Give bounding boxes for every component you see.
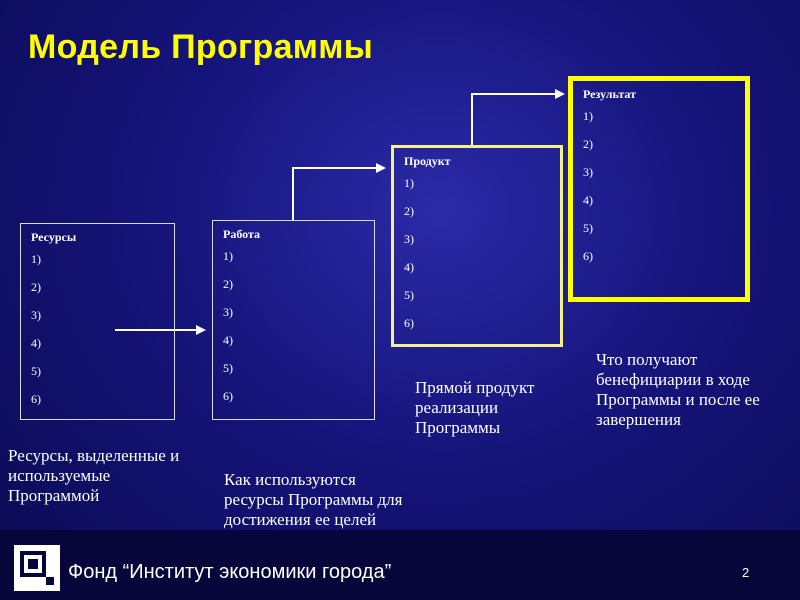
footer-organization: Фонд “Институт экономики города” xyxy=(68,561,392,583)
box-result-item: 1) xyxy=(583,109,593,123)
box-product-item: 6) xyxy=(404,316,414,330)
box-work-item: 5) xyxy=(223,361,233,375)
foundation-logo-icon xyxy=(14,545,60,591)
box-result-item: 5) xyxy=(583,221,593,235)
box-work-item: 4) xyxy=(223,333,233,347)
box-work-item: 2) xyxy=(223,277,233,291)
box-work-item: 6) xyxy=(223,389,233,403)
slide-title: Модель Программы xyxy=(28,28,374,66)
box-work-item: 1) xyxy=(223,249,233,263)
box-product-item: 5) xyxy=(404,288,414,302)
box-resources-item: 6) xyxy=(31,392,41,406)
box-result: Результат 1) 2) 3) 4) 5) 6) xyxy=(568,76,750,302)
box-result-item: 3) xyxy=(583,165,593,179)
box-work: Работа 1) 2) 3) 4) 5) 6) xyxy=(212,220,375,420)
box-resources-item: 3) xyxy=(31,308,41,322)
footer-bar xyxy=(0,530,800,600)
description-result: Что получают бенефициарии в ходе Програм… xyxy=(596,350,760,429)
box-work-title: Работа xyxy=(223,227,261,241)
description-resources: Ресурсы, выделенные и используемые Прогр… xyxy=(8,446,180,505)
box-resources-item: 4) xyxy=(31,336,41,350)
arrow-work-to-product xyxy=(292,163,386,220)
box-product-item: 3) xyxy=(404,232,414,246)
box-product: Продукт 1) 2) 3) 4) 5) 6) xyxy=(391,145,563,347)
box-resources-item: 5) xyxy=(31,364,41,378)
description-product: Прямой продукт реализации Программы xyxy=(415,378,535,437)
box-product-title: Продукт xyxy=(404,154,451,168)
box-result-item: 4) xyxy=(583,193,593,207)
box-work-item: 3) xyxy=(223,305,233,319)
box-product-item: 1) xyxy=(404,176,414,190)
box-result-item: 2) xyxy=(583,137,593,151)
box-result-title: Результат xyxy=(583,87,637,101)
box-resources-item: 2) xyxy=(31,280,41,294)
arrow-product-to-result xyxy=(471,89,565,148)
box-resources: Ресурсы 1) 2) 3) 4) 5) 6) xyxy=(20,223,175,420)
description-work: Как используются ресурсы Программы для д… xyxy=(224,470,403,529)
box-resources-item: 1) xyxy=(31,252,41,266)
box-result-item: 6) xyxy=(583,249,593,263)
box-product-item: 4) xyxy=(404,260,414,274)
box-resources-title: Ресурсы xyxy=(31,230,77,244)
box-product-item: 2) xyxy=(404,204,414,218)
page-number: 2 xyxy=(742,565,750,580)
